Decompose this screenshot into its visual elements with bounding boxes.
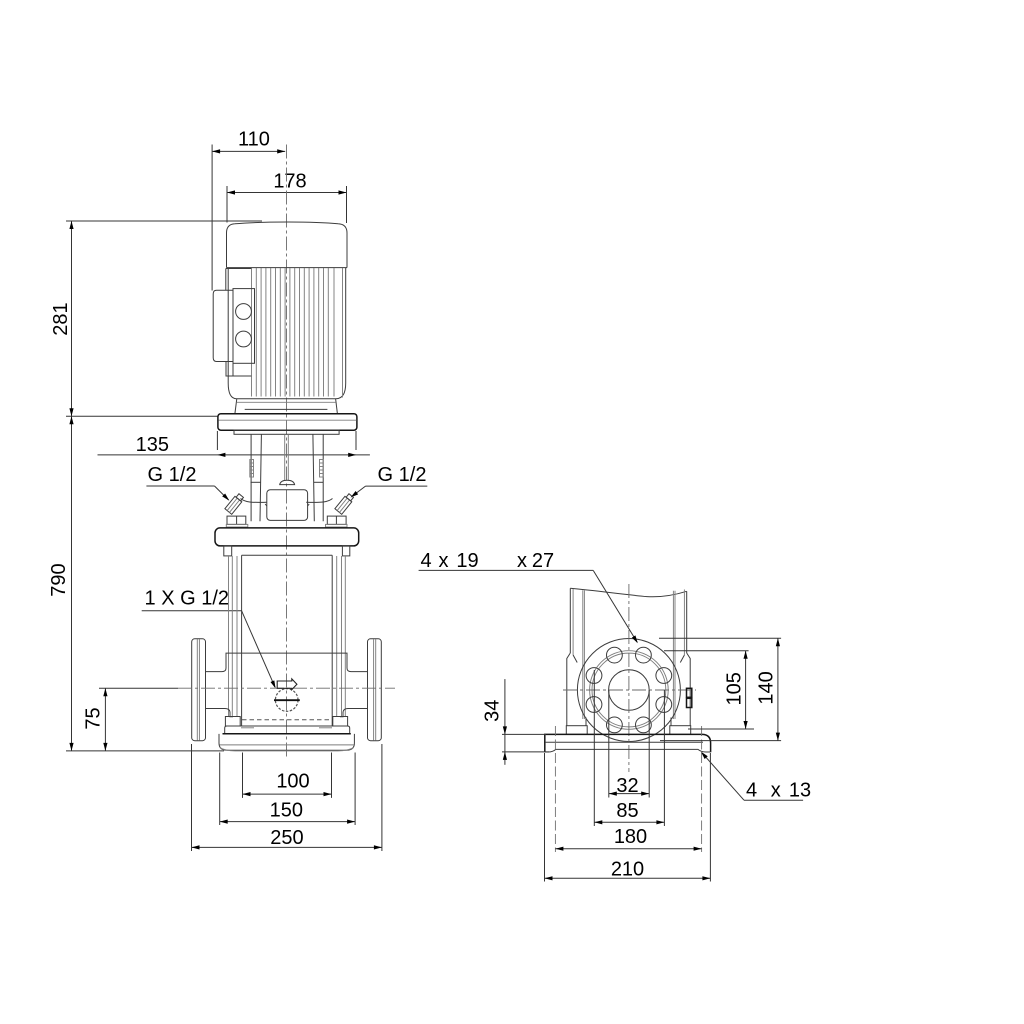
svg-text:75: 75 <box>83 707 105 729</box>
svg-text:180: 180 <box>614 826 647 848</box>
svg-text:100: 100 <box>276 771 309 793</box>
svg-text:210: 210 <box>611 858 644 880</box>
svg-text:140: 140 <box>756 671 778 704</box>
svg-text:790: 790 <box>48 563 70 596</box>
svg-text:x: x <box>771 780 781 802</box>
svg-text:27: 27 <box>532 550 554 572</box>
svg-text:281: 281 <box>50 302 72 335</box>
svg-text:19: 19 <box>456 550 478 572</box>
svg-text:250: 250 <box>270 827 303 849</box>
svg-text:G 1/2: G 1/2 <box>148 464 197 486</box>
svg-text:34: 34 <box>482 700 504 722</box>
svg-text:85: 85 <box>616 800 638 822</box>
svg-text:110: 110 <box>238 129 270 151</box>
svg-text:32: 32 <box>616 775 638 797</box>
svg-text:4: 4 <box>420 550 431 572</box>
svg-text:150: 150 <box>270 799 303 821</box>
svg-text:x: x <box>439 550 449 572</box>
svg-text:G 1/2: G 1/2 <box>378 464 427 486</box>
svg-text:x: x <box>517 550 527 572</box>
svg-text:135: 135 <box>136 434 169 456</box>
svg-text:4: 4 <box>746 780 757 802</box>
svg-text:13: 13 <box>789 780 811 802</box>
svg-text:1 X G 1/2: 1 X G 1/2 <box>145 588 230 610</box>
svg-text:105: 105 <box>724 672 746 705</box>
svg-text:178: 178 <box>273 171 306 193</box>
